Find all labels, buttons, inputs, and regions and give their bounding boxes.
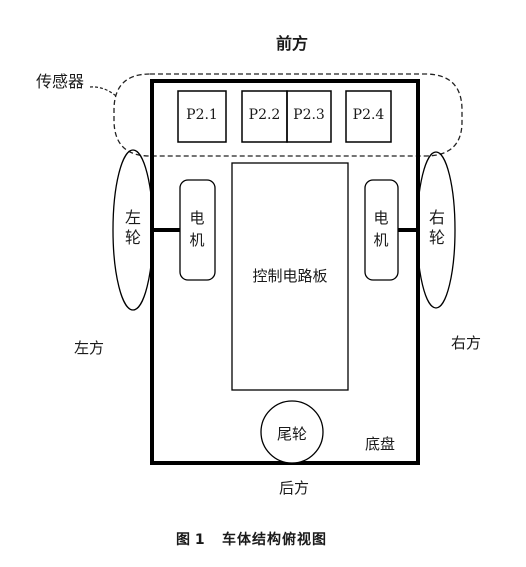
front-label: 前方 [276,34,309,53]
tail-wheel [260,400,324,464]
sensor-box-p2-1 [177,90,227,143]
figure-caption-title: 车体结构俯视图 [222,532,327,548]
left-wheel-label: 左轮 [124,208,141,247]
control-board-label: 控制电路板 [252,267,328,285]
sensor-p2-4-label: P2.4 [352,107,385,123]
control-board [231,162,349,391]
right-wheel-label: 右轮 [428,208,445,247]
sensor-box-p2-4 [345,90,392,143]
sensor-label: 传感器 [36,72,85,91]
right-direction-label: 右方 [451,334,482,352]
chassis-frame [150,79,420,465]
left-motor-label: 电机 [189,209,205,249]
figure-caption-number: 图 1 [176,532,205,548]
back-direction-label: 后方 [279,479,310,497]
left-motor [179,179,216,281]
sensor-p2-3-label: P2.3 [293,107,325,123]
sensor-box-p2-3 [286,90,332,143]
right-motor [364,179,399,281]
sensor-leader-line [89,86,117,97]
sensor-p2-2-label: P2.2 [248,107,281,123]
chassis-label: 底盘 [365,435,396,453]
sensor-p2-1-label: P2.1 [186,107,218,123]
right-motor-label: 电机 [373,209,389,249]
left-direction-label: 左方 [74,339,105,357]
tail-wheel-label: 尾轮 [276,425,307,443]
